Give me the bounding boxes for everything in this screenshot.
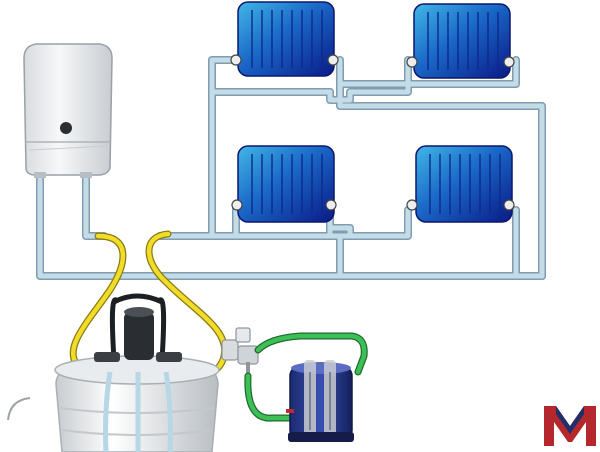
radiator-top-right <box>406 3 515 79</box>
valve-icon <box>503 56 515 68</box>
flushing-pump-icon <box>7 293 220 452</box>
valve-icon <box>406 199 418 211</box>
valve-icon <box>231 199 243 211</box>
magnetic-filter-icon <box>286 360 354 442</box>
boiler-indicator-icon <box>60 122 72 134</box>
valve-icon <box>406 56 418 68</box>
radiator-bottom-left <box>231 145 337 223</box>
connector-valve-icon <box>221 327 259 376</box>
m-logo-icon <box>544 406 596 446</box>
radiator-bottom-right <box>406 145 515 223</box>
filter-hoses <box>244 332 368 422</box>
valve-icon <box>325 199 337 211</box>
boiler-icon <box>23 43 113 178</box>
valve-icon <box>230 54 242 66</box>
radiator-top-left <box>230 1 339 77</box>
valve-icon <box>503 199 515 211</box>
valve-icon <box>327 54 339 66</box>
